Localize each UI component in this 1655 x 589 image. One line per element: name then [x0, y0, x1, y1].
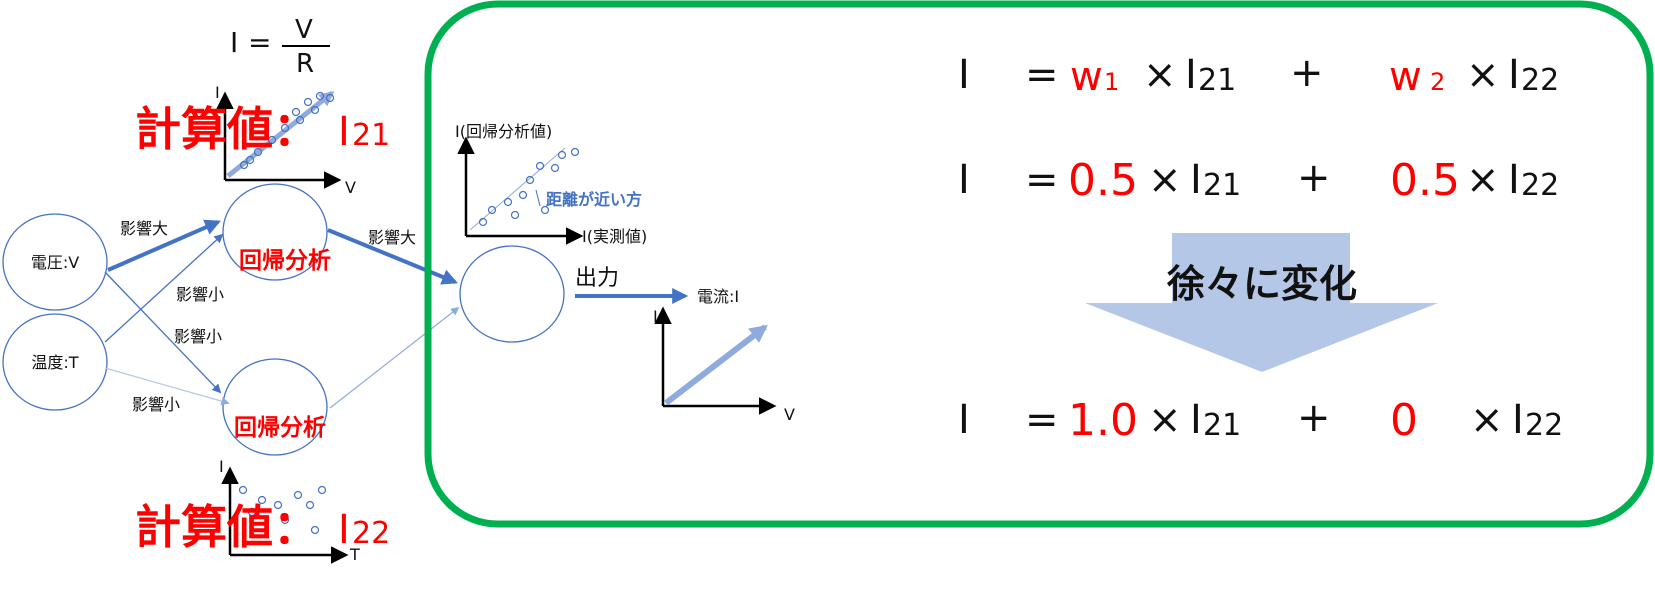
- eq2-b: I: [1508, 157, 1520, 203]
- calc-top-sub: 21: [352, 118, 390, 153]
- eq2-b-sub: 22: [1521, 168, 1559, 203]
- output-label: 出力: [575, 266, 619, 291]
- plot-bottom: I T: [219, 457, 360, 564]
- eq1-b-sub: 22: [1521, 63, 1559, 98]
- eq3-a-sub: 21: [1203, 408, 1241, 443]
- node-output: [459, 245, 565, 343]
- eq2-times-b: ×: [1466, 157, 1500, 203]
- edge-label-v-bottom: 影響小: [174, 327, 222, 346]
- eq3-eq: =: [1025, 397, 1059, 443]
- formula-eq: =: [248, 26, 271, 59]
- node-regression-top-label: 回帰分析: [239, 248, 331, 274]
- eq1-a: I: [1185, 52, 1197, 98]
- transition-arrow: 徐々に変化: [1085, 233, 1438, 372]
- calc-top-text: 計算値：: [135, 102, 319, 156]
- node-temperature-label: 温度:T: [31, 353, 78, 372]
- node-voltage: 電圧:V: [2, 213, 108, 311]
- eq2-w1: 0.5: [1068, 155, 1138, 206]
- output-target: 電流:I: [697, 287, 739, 306]
- plot-mid-ylabel: I(回帰分析値): [455, 122, 552, 141]
- eq2-lhs: I: [958, 157, 970, 203]
- eq2-plus: +: [1297, 155, 1331, 201]
- eq3-b: I: [1512, 397, 1524, 443]
- ohms-law-formula: I = V R: [230, 15, 330, 79]
- edge-label-t-bottom: 影響小: [132, 395, 180, 414]
- node-voltage-label: 電圧:V: [31, 253, 79, 272]
- eq1-lhs: I: [958, 52, 970, 98]
- formula-denominator: R: [296, 49, 314, 79]
- edge-temperature-to-bottom: [104, 367, 230, 406]
- node-regression-bottom-label: 回帰分析: [234, 415, 326, 441]
- eq3-a: I: [1190, 397, 1202, 443]
- eq3-b-sub: 22: [1525, 408, 1563, 443]
- equation-general: I = w 1 × I 21 + w 2 × I 22: [958, 50, 1559, 100]
- eq1-plus: +: [1290, 50, 1324, 96]
- edge-voltage-to-bottom: [104, 271, 222, 394]
- plot-mid-diagonal: [469, 147, 566, 231]
- edges: 影響大 影響小 影響小 影響小 影響大: [104, 219, 460, 414]
- plot-out-xlabel: V: [784, 405, 795, 424]
- transition-label: 徐々に変化: [1166, 262, 1357, 306]
- plot-mid-points: [478, 147, 580, 227]
- eq3-w2: 0: [1390, 395, 1418, 446]
- eq1-w2: w: [1389, 54, 1422, 100]
- calc-bottom-text: 計算値：: [135, 500, 319, 554]
- transition-arrow-shape: [1085, 233, 1438, 372]
- calc-bottom-sub: 22: [352, 516, 390, 551]
- plot-top: I V: [215, 83, 356, 197]
- plot-mid-xlabel: I(実測値): [582, 227, 647, 246]
- eq1-w2-sub: 2: [1430, 68, 1445, 96]
- eq2-times-a: ×: [1148, 157, 1182, 203]
- plot-top-ylabel: I: [215, 83, 220, 102]
- calc-top-var: I: [338, 109, 350, 155]
- node-temperature: 温度:T: [2, 313, 108, 411]
- eq1-w1-sub: 1: [1104, 68, 1119, 96]
- eq2-a: I: [1190, 157, 1202, 203]
- plot-mid: I(回帰分析値) I(実測値) 距離が近い方: [455, 122, 647, 246]
- plot-bottom-xlabel: T: [349, 545, 360, 564]
- eq3-times-b: ×: [1470, 397, 1504, 443]
- highlight-frame: [424, 0, 1654, 528]
- eq3-w1: 1.0: [1068, 395, 1138, 446]
- plot-top-xlabel: V: [345, 178, 356, 197]
- eq1-eq: =: [1025, 52, 1059, 98]
- node-regression-top: 回帰分析: [222, 183, 331, 281]
- calc-top-label: 計算値： I 21: [135, 102, 390, 156]
- calc-bottom-var: I: [338, 507, 350, 553]
- plot-bottom-ylabel: I: [219, 457, 224, 476]
- eq3-lhs: I: [958, 397, 970, 443]
- plot-top-points: [239, 91, 335, 170]
- plot-mid-annotation: 距離が近い方: [546, 190, 642, 209]
- plot-out: I V: [653, 306, 795, 424]
- edge-top-to-output: [327, 228, 458, 285]
- edge-temperature-to-top: [104, 233, 224, 343]
- eq1-times-a: ×: [1143, 52, 1177, 98]
- node-regression-bottom: 回帰分析: [222, 358, 328, 456]
- equation-initial: I = 0.5 × I 21 + 0.5 × I 22: [958, 155, 1559, 206]
- edge-bottom-to-output: [329, 306, 460, 409]
- edge-label-t-top: 影響小: [176, 285, 224, 304]
- eq1-a-sub: 21: [1198, 63, 1236, 98]
- eq3-plus: +: [1297, 395, 1331, 441]
- eq1-times-b: ×: [1466, 52, 1500, 98]
- plot-bottom-points: [238, 485, 327, 535]
- edge-voltage-to-top: [107, 219, 221, 272]
- output-arrow: 出力 電流:I: [575, 266, 739, 306]
- eq1-w1: w: [1070, 54, 1103, 100]
- eq1-b: I: [1508, 52, 1520, 98]
- formula-numerator: V: [295, 15, 313, 45]
- formula-lhs: I: [230, 26, 238, 59]
- eq2-eq: =: [1025, 157, 1059, 203]
- equation-final: I = 1.0 × I 21 + 0 × I 22: [958, 395, 1563, 446]
- calc-bottom-label: 計算値： I 22: [135, 500, 390, 554]
- edge-label-v-top: 影響大: [120, 219, 168, 238]
- edge-label-top-out: 影響大: [368, 228, 416, 247]
- eq2-a-sub: 21: [1203, 168, 1241, 203]
- plot-out-ylabel: I: [653, 307, 658, 326]
- eq3-times-a: ×: [1148, 397, 1182, 443]
- plot-out-trend-arrow: [664, 324, 768, 406]
- plot-mid-distance-mark: [535, 189, 541, 207]
- eq2-w2: 0.5: [1390, 155, 1460, 206]
